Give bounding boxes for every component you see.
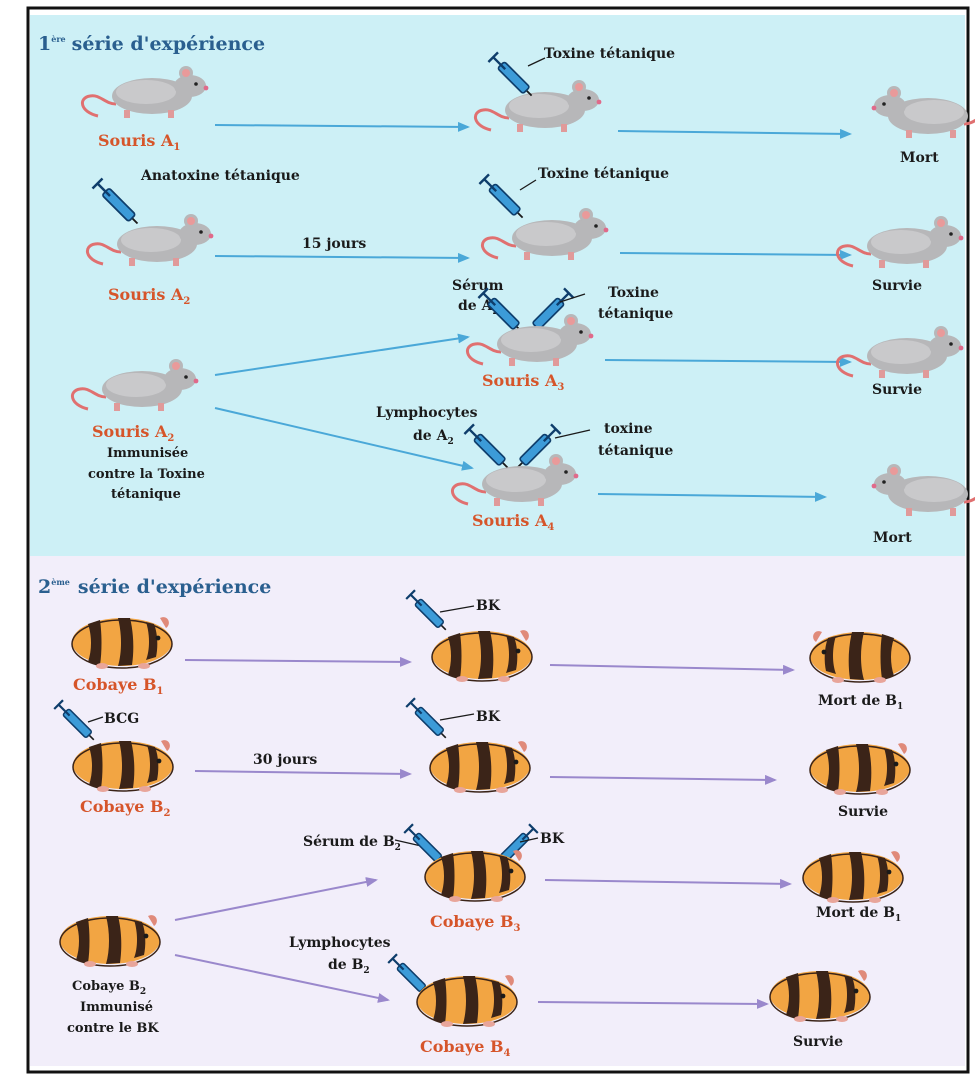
label-toxine-2: Toxine tétanique xyxy=(538,166,669,182)
label-tetanique: tétanique xyxy=(111,487,181,502)
label-bk-1: BK xyxy=(476,598,501,614)
label-souris-a2-immune: Souris A2 xyxy=(92,422,174,444)
label-bk-3: BK xyxy=(540,831,565,847)
label-immunisee: Immunisée xyxy=(107,446,188,461)
outcome-b2: Survie xyxy=(838,804,888,820)
cobaye-b3-dead xyxy=(803,851,903,903)
label-delay-30: 30 jours xyxy=(253,752,317,768)
cobaye-b1 xyxy=(72,617,172,669)
outcome-3: Survie xyxy=(872,382,922,398)
label-cobaye-b2: Cobaye B2 xyxy=(80,797,171,819)
label-toxine-1: Toxine tétanique xyxy=(544,46,675,62)
cobaye-b4-survive xyxy=(770,970,870,1022)
cobaye-b1-dead xyxy=(810,631,910,683)
cobaye-b3 xyxy=(425,850,525,902)
label-lymphocytes-b2: Lymphocytes xyxy=(289,935,391,951)
outcome-b4: Survie xyxy=(793,1034,843,1050)
outcome-1: Mort xyxy=(900,150,939,166)
label-toxine-4b: tétanique xyxy=(598,443,673,459)
label-lymphocytes-a2: Lymphocytes xyxy=(376,405,478,421)
label-cobaye-b4: Cobaye B4 xyxy=(420,1037,511,1059)
label-bk-2: BK xyxy=(476,709,501,725)
label-immunise: Immunisé xyxy=(80,1000,153,1015)
label-souris-a2: Souris A2 xyxy=(108,285,190,307)
cobaye-b4 xyxy=(417,975,517,1027)
label-souris-a3: Souris A3 xyxy=(482,371,564,393)
cobaye-b2-immune xyxy=(60,915,160,967)
outcome-4: Mort xyxy=(873,530,912,546)
label-delay-15: 15 jours xyxy=(302,236,366,252)
cobaye-b1-injected xyxy=(432,630,532,682)
label-cobaye-b3: Cobaye B3 xyxy=(430,912,521,934)
label-cobaye-b1: Cobaye B1 xyxy=(73,675,164,697)
cobaye-b2 xyxy=(73,740,173,792)
label-souris-a1: Souris A1 xyxy=(98,131,180,153)
label-anatoxine: Anatoxine tétanique xyxy=(140,168,300,184)
label-serum-a2: Sérum xyxy=(452,278,504,294)
label-toxine-3b: tétanique xyxy=(598,306,673,322)
label-contre-bk: contre le BK xyxy=(67,1021,159,1036)
cobaye-b2-injected xyxy=(430,741,530,793)
label-souris-a4: Souris A4 xyxy=(472,511,554,533)
label-contre-toxine: contre la Toxine xyxy=(88,467,205,482)
label-toxine-4a: toxine xyxy=(604,421,653,437)
label-toxine-3a: Toxine xyxy=(608,285,659,301)
outcome-2: Survie xyxy=(872,278,922,294)
label-bcg: BCG xyxy=(104,711,139,727)
cobaye-b2-survive xyxy=(810,743,910,795)
